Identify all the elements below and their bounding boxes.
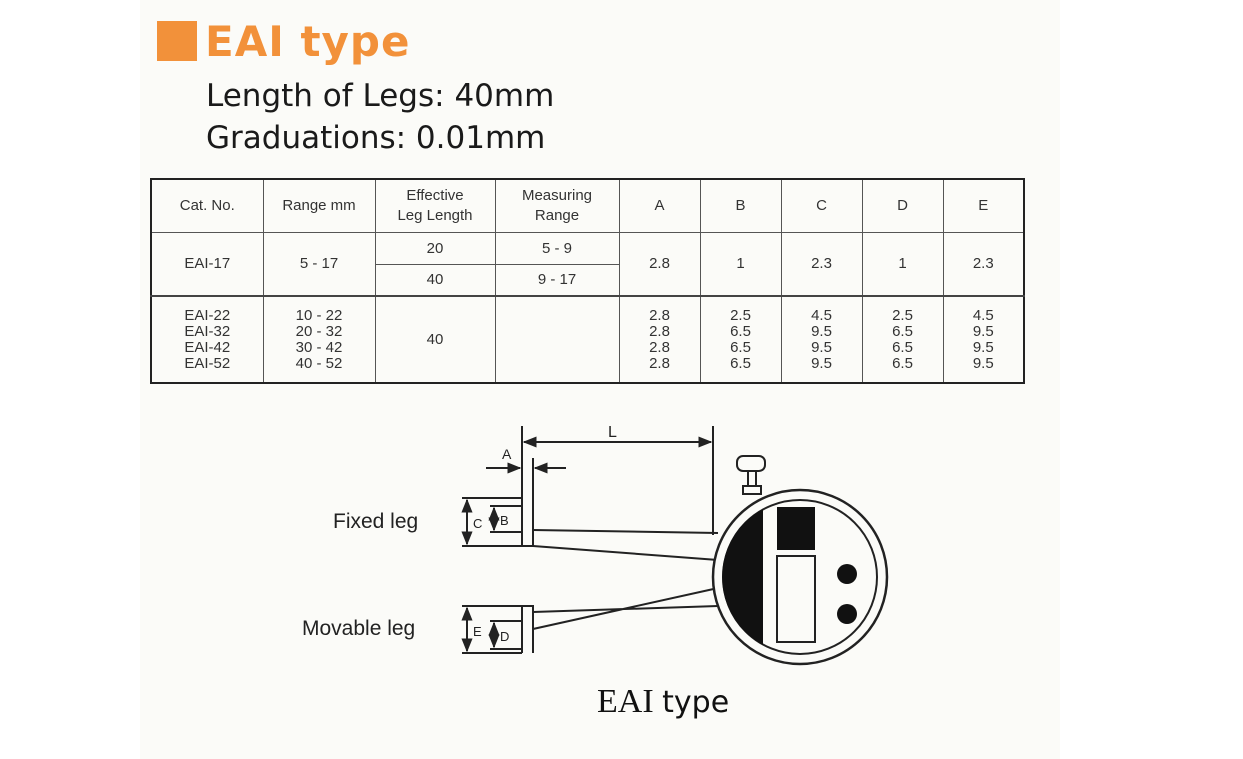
- gauge-button-dot: [837, 604, 857, 624]
- gauge-display-block: [777, 507, 815, 550]
- label-dim-c: C: [473, 516, 482, 531]
- cell-cat: EAI-32: [184, 322, 231, 340]
- label-dim-d: D: [500, 629, 509, 644]
- header-effective-line1: Effective: [406, 186, 464, 204]
- cell-cat: EAI-22: [184, 306, 231, 324]
- cell-b: 6.5: [730, 338, 751, 356]
- cell-c: 4.5: [811, 306, 832, 324]
- cell-leg: 20: [374, 231, 496, 265]
- header-a: A: [618, 178, 701, 233]
- cell-range: 40 - 52: [295, 354, 343, 372]
- header-b: B: [699, 178, 782, 233]
- section-heading: EAI type: [157, 16, 410, 66]
- cell-range: 30 - 42: [295, 338, 343, 356]
- cell-d-group: 2.5 6.5 6.5 6.5: [861, 295, 944, 384]
- header-measuring-line2: Range: [534, 206, 580, 224]
- cell-a: 2.8: [649, 338, 670, 356]
- fixed-leg-tip: [521, 499, 534, 547]
- movable-leg-tip: [521, 605, 534, 653]
- cell-d: 6.5: [892, 338, 913, 356]
- spec-graduations: Graduations: 0.01mm: [206, 120, 546, 156]
- header-d: D: [861, 178, 944, 233]
- cell-e-group: 4.5 9.5 9.5 9.5: [942, 295, 1025, 384]
- heading-title: EAI type: [205, 16, 411, 66]
- header-measuring-range: Measuring Range: [494, 178, 620, 233]
- header-cat-no: Cat. No.: [150, 178, 264, 233]
- label-movable-leg: Movable leg: [302, 617, 415, 640]
- cell-c: 2.3: [780, 231, 863, 297]
- header-measuring-line1: Measuring: [521, 186, 593, 204]
- cell-leg: 40: [374, 295, 496, 384]
- cell-d: 2.5: [892, 306, 913, 324]
- cell-e: 9.5: [972, 354, 994, 372]
- spec-leg-length: Length of Legs: 40mm: [206, 78, 555, 114]
- cell-measuring-empty: [494, 295, 620, 384]
- cell-range: 20 - 32: [295, 322, 343, 340]
- cell-cat-group: EAI-22 EAI-32 EAI-42 EAI-52: [150, 295, 264, 384]
- cell-range-group: 10 - 22 20 - 32 30 - 42 40 - 52: [262, 295, 376, 384]
- cell-cat: EAI-42: [184, 338, 231, 356]
- gauge-cap: [736, 455, 766, 472]
- heading-bullet-square: [157, 21, 197, 61]
- label-fixed-leg: Fixed leg: [333, 510, 418, 533]
- cell-a: 2.8: [649, 306, 670, 324]
- dial-gauge: [711, 455, 889, 666]
- cell-e: 2.3: [942, 231, 1025, 297]
- label-dim-l: L: [608, 424, 617, 441]
- cell-c: 9.5: [811, 354, 832, 372]
- movable-leg-arm: [532, 587, 719, 630]
- table-row-group: EAI-22 EAI-32 EAI-42 EAI-52 10 - 22 20 -…: [150, 295, 1025, 384]
- cell-a: 2.8: [649, 354, 670, 372]
- cell-cat: EAI-17: [150, 231, 264, 297]
- caption-model: EAI: [597, 683, 654, 720]
- cell-b: 2.5: [730, 306, 751, 324]
- cell-d: 6.5: [892, 354, 913, 372]
- cell-cat: EAI-52: [184, 354, 231, 372]
- cell-b: 6.5: [730, 354, 751, 372]
- cell-b: 6.5: [730, 322, 751, 340]
- label-dim-e: E: [473, 624, 482, 639]
- cell-e: 4.5: [972, 306, 994, 324]
- cell-d: 6.5: [892, 322, 913, 340]
- cell-e: 9.5: [972, 322, 994, 340]
- cell-c: 9.5: [811, 338, 832, 356]
- cell-c: 9.5: [811, 322, 832, 340]
- table-header-row: Cat. No. Range mm Effective Leg Length M…: [150, 178, 1025, 233]
- cell-range: 5 - 17: [262, 231, 376, 297]
- cell-measuring: 9 - 17: [494, 263, 620, 297]
- cell-measuring: 5 - 9: [494, 231, 620, 265]
- gauge-display-window: [776, 555, 816, 643]
- gauge-button-dot: [837, 564, 857, 584]
- cell-range: 10 - 22: [295, 306, 343, 324]
- table-row: EAI-17 5 - 17 20 5 - 9 2.8 1 2.3 1 2.3: [150, 231, 1025, 297]
- gauge-stem: [747, 470, 757, 488]
- gauge-dark-segment: [722, 509, 763, 645]
- header-effective-line2: Leg Length: [397, 206, 473, 224]
- label-dim-b: B: [500, 513, 509, 528]
- label-dim-a: A: [502, 446, 512, 462]
- spec-table: Cat. No. Range mm Effective Leg Length M…: [150, 178, 1025, 384]
- cell-c-group: 4.5 9.5 9.5 9.5: [780, 295, 863, 384]
- cell-e: 9.5: [972, 338, 994, 356]
- gauge-stem-base: [742, 485, 762, 495]
- caption-type: type: [662, 685, 730, 720]
- diagram-caption: EAI type: [597, 683, 729, 721]
- cell-a: 2.8: [649, 322, 670, 340]
- fixed-leg-arm: [532, 529, 719, 561]
